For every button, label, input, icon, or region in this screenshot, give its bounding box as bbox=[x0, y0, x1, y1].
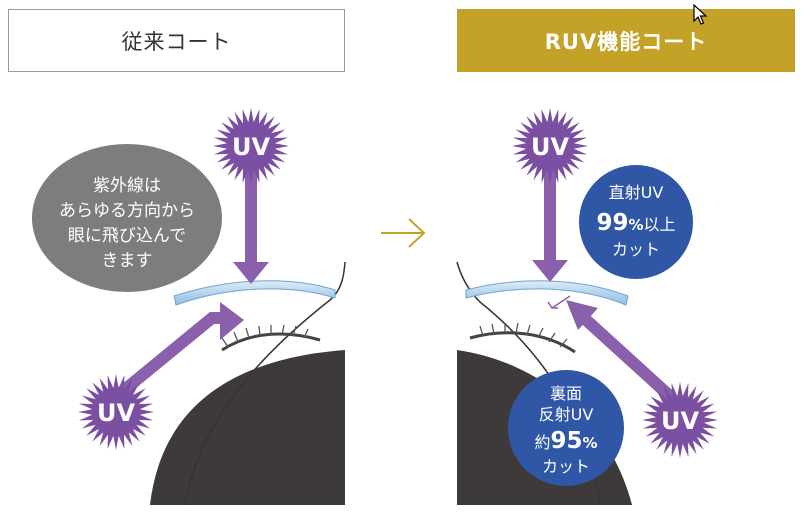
eyelid-right bbox=[469, 331, 576, 354]
direct-percent-sign: % bbox=[628, 216, 643, 234]
direct-bubble-line-2: 99%以上 bbox=[596, 210, 675, 236]
direct-uv-cut-bubble: 直射UV 99%以上 カット bbox=[579, 165, 693, 279]
uv-burst-icon: UV bbox=[642, 382, 718, 458]
bubble-line-3: 眼に飛び込んで bbox=[68, 226, 186, 246]
uv-burst-icon: UV bbox=[213, 108, 289, 184]
direct-percent-suffix: 以上 bbox=[644, 215, 676, 234]
uv-starburst-shape bbox=[512, 108, 588, 184]
direct-uv-arrow-left bbox=[233, 170, 269, 284]
eyelashes-right bbox=[479, 322, 568, 348]
reflected-uv-cut-bubble: 裏面 反射UV 約95% カット bbox=[508, 370, 624, 486]
reflect-bubble-line-3: 約95% bbox=[534, 428, 597, 454]
direct-uv-arrow-right bbox=[532, 170, 568, 282]
reflect-approx: 約 bbox=[534, 433, 550, 452]
reflect-bubble-line-4: カット bbox=[542, 457, 590, 476]
reflect-percent-number: 95 bbox=[550, 428, 582, 454]
uv-starburst-shape bbox=[642, 382, 718, 458]
lens-left bbox=[173, 280, 336, 306]
conventional-coat-label-text: 従来コート bbox=[121, 29, 232, 54]
bubble-line-1: 紫外線は bbox=[93, 176, 161, 196]
ruv-coat-label: RUV機能コート bbox=[457, 9, 795, 72]
conventional-panel: 紫外線は あらゆる方向から 眼に飛び込んで きます UV UV bbox=[32, 108, 346, 506]
uv-label-bottom-left: UV bbox=[97, 399, 135, 427]
reflect-percent-sign: % bbox=[583, 434, 598, 452]
bubble-line-2: あらゆる方向から bbox=[59, 201, 195, 221]
direct-bubble-line-1: 直射UV bbox=[609, 183, 664, 202]
eyelid-left bbox=[221, 332, 321, 352]
mouse-cursor-icon bbox=[693, 4, 708, 25]
uv-starburst-shape bbox=[78, 374, 154, 450]
uv-direction-bubble: 紫外線は あらゆる方向から 眼に飛び込んで きます bbox=[32, 144, 222, 292]
reflection-marks bbox=[547, 295, 571, 309]
reflected-uv-arrow-right bbox=[566, 300, 677, 403]
bubble-line-4: きます bbox=[102, 251, 153, 271]
uv-burst-icon: UV bbox=[512, 108, 588, 184]
eyelashes-left bbox=[221, 324, 309, 348]
side-uv-arrow-left bbox=[108, 302, 244, 405]
head-silhouette-left bbox=[150, 350, 345, 505]
direct-percent-number: 99 bbox=[596, 210, 628, 236]
lens-right bbox=[465, 280, 629, 306]
direct-bubble-line-3: カット bbox=[612, 240, 660, 259]
uv-starburst-shape bbox=[213, 108, 289, 184]
conventional-coat-label: 従来コート bbox=[8, 9, 345, 72]
ruv-coat-label-text: RUV機能コート bbox=[544, 29, 708, 54]
uv-label-top-right: UV bbox=[531, 133, 569, 161]
uv-label-bottom-right: UV bbox=[661, 407, 699, 435]
reflect-bubble-line-2: 反射UV bbox=[539, 405, 594, 424]
uv-label-top-left: UV bbox=[232, 133, 270, 161]
uv-burst-icon: UV bbox=[78, 374, 154, 450]
reflect-bubble-line-1: 裏面 bbox=[550, 384, 582, 403]
ruv-panel: 直射UV 99%以上 カット 裏面 反射UV 約95% カット UV UV bbox=[456, 108, 718, 506]
arrow-right-icon bbox=[381, 218, 426, 248]
